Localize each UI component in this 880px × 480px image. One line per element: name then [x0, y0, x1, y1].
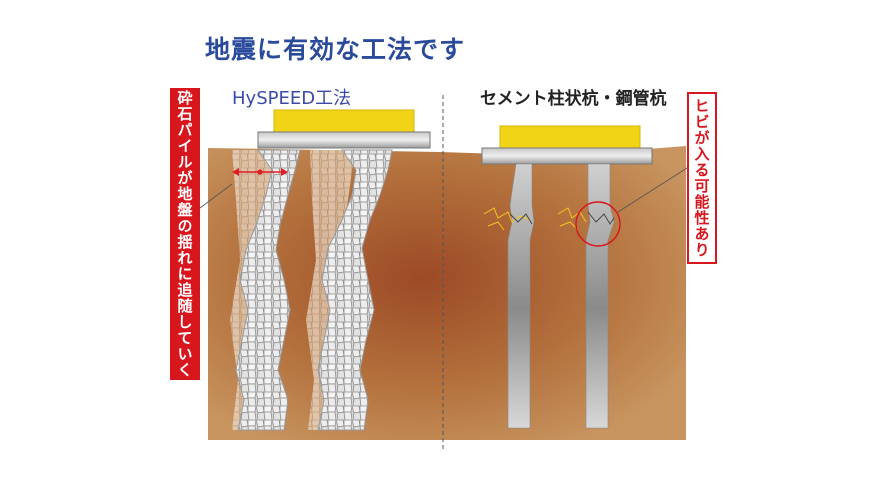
right-callout-connector: [617, 167, 688, 213]
hyspeed-label: HySPEED工法: [232, 88, 352, 109]
stone-pile-2: [317, 149, 393, 431]
page-title: 地震に有効な工法です: [205, 35, 466, 64]
left-callout: 砕石パイルが地盤の揺れに追随していく: [170, 88, 200, 380]
cement-pile-label: セメント柱状杭・鋼管杭: [480, 89, 667, 109]
crack-icon-2: [557, 207, 615, 231]
crack-icon: [483, 207, 533, 231]
stone-pile-1: [235, 149, 301, 431]
right-callout: ヒビが入る可能性あり: [687, 92, 717, 264]
right-base-plate: [481, 147, 653, 165]
cement-pile-2: [585, 163, 615, 429]
left-base-plate: [257, 131, 431, 149]
left-footing: [273, 109, 415, 135]
left-callout-connector: [199, 183, 233, 209]
sway-arrow-icon: [232, 168, 288, 176]
cement-pile-1: [507, 163, 535, 429]
crack-highlight-circle: [575, 201, 621, 247]
